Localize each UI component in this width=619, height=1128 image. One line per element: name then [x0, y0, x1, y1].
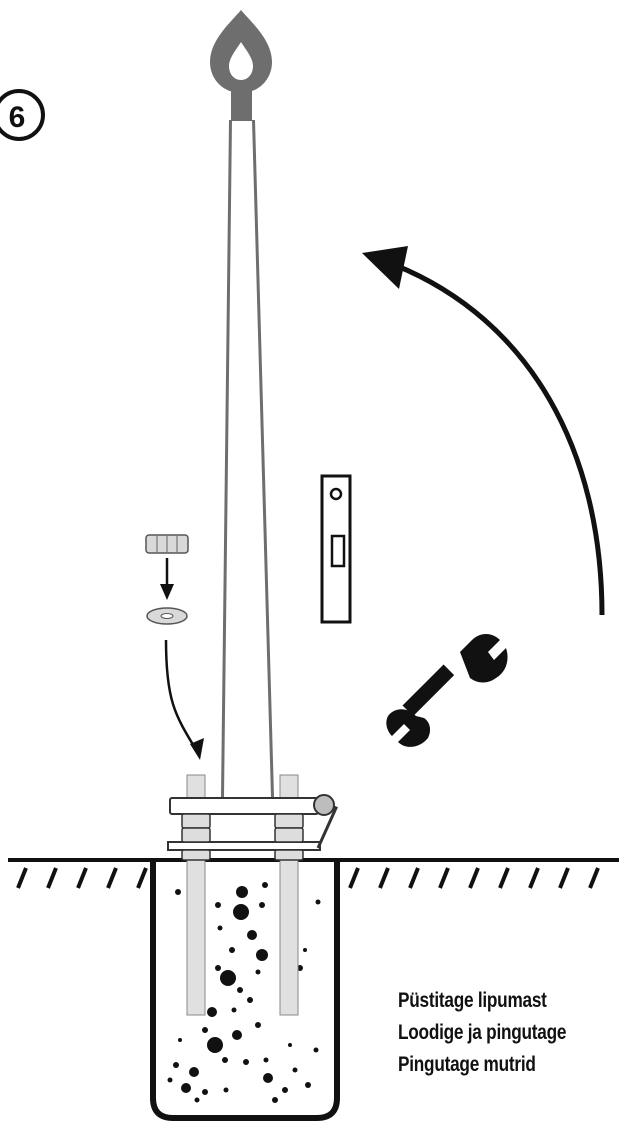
instruction-line-3: Pingutage mutrid: [398, 1053, 536, 1076]
hinge-icon: [313, 794, 338, 849]
washer-icon: [146, 607, 188, 625]
down-arrow-icon: [160, 558, 174, 600]
raise-arrow: [362, 246, 605, 616]
pole-finial: [210, 10, 272, 121]
base-plate: [167, 797, 321, 861]
step-number: 6: [9, 101, 26, 134]
instructions-text: Püstitage lipumast Loodige ja pingutage …: [398, 985, 619, 1081]
step-badge: 6: [0, 89, 45, 141]
instruction-line-1: Püstitage lipumast: [398, 989, 547, 1012]
ground: [8, 858, 619, 889]
nut-icon: [145, 534, 189, 554]
foundation-pit: [150, 862, 340, 1121]
wrench-icon: [386, 634, 508, 747]
instruction-line-2: Loodige ja pingutage: [398, 1021, 567, 1044]
flagpole: [221, 120, 274, 797]
spirit-level-icon: [320, 474, 352, 624]
concrete-aggregate: [167, 882, 321, 1103]
curved-arrow-icon: [164, 639, 204, 760]
